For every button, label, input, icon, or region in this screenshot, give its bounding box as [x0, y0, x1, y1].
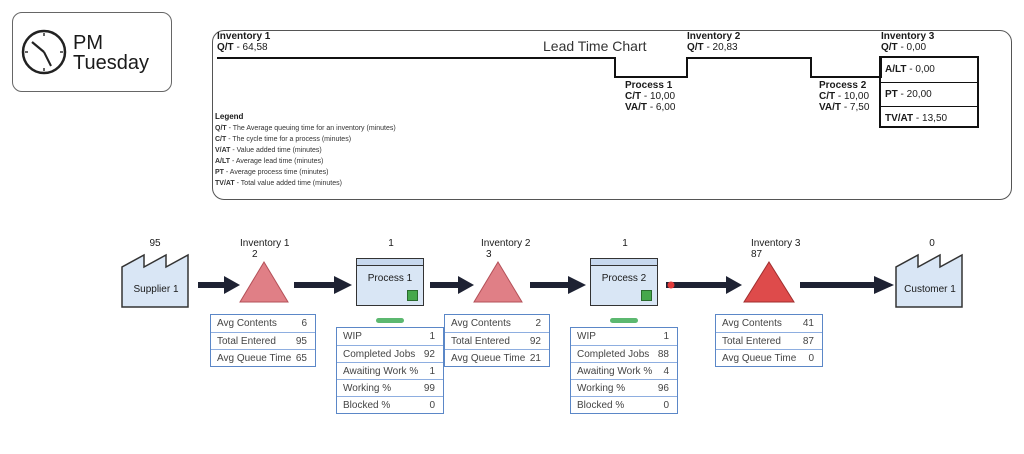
process1-ct: C/T - 10,00: [625, 91, 676, 102]
supplier-label: Supplier 1: [133, 284, 179, 295]
process1-label: Process 1: [367, 273, 413, 284]
inventory2-count: 3: [486, 249, 492, 260]
stat-row: Blocked %0: [571, 396, 677, 413]
inventory3-triangle-icon[interactable]: [742, 260, 796, 304]
inventory3-count: 87: [751, 249, 763, 260]
supplier-count: 95: [149, 238, 161, 249]
inventory3-name: Inventory 3: [881, 31, 935, 42]
process1-station[interactable]: Process 1: [356, 258, 424, 306]
process1-status-indicator: [407, 290, 418, 301]
supplier-factory-icon[interactable]: [120, 249, 192, 309]
lead-time-summary-table: A/LT - 0,00 PT - 20,00 TV/AT - 13,50: [879, 56, 979, 128]
summary-tvat: TV/AT - 13,50: [881, 106, 977, 130]
inventory1-qt: Q/T - 64,58: [217, 42, 268, 53]
legend-title: Legend: [215, 112, 244, 121]
inventory2-qt: Q/T - 20,83: [687, 42, 738, 53]
inventory2-name: Inventory 2: [687, 31, 741, 42]
process1-vat: VA/T - 6,00: [625, 102, 676, 113]
process2-ct: C/T - 10,00: [819, 91, 870, 102]
clock-ampm: PM: [73, 32, 103, 54]
inventory3-label: Inventory 3: [751, 238, 801, 249]
process2-count: 1: [622, 238, 628, 249]
chart-title: Lead Time Chart: [543, 38, 647, 54]
process2-name: Process 2: [819, 80, 867, 91]
legend-row: V/AT - Value added time (minutes): [215, 147, 322, 154]
inventory1-count: 2: [252, 249, 258, 260]
summary-alt: A/LT - 0,00: [885, 64, 935, 75]
transit-item: [667, 281, 675, 289]
customer-label: Customer 1: [904, 284, 956, 295]
customer-count: 0: [929, 238, 935, 249]
lead-time-chart: Lead Time Chart Inventory 1 Q/T - 64,58 …: [212, 30, 1012, 200]
inventory2-label: Inventory 2: [481, 238, 531, 249]
legend-row: PT - Average process time (minutes): [215, 169, 329, 176]
stat-row: Blocked %0: [337, 396, 443, 413]
stat-row: Awaiting Work %1: [337, 362, 443, 379]
legend: Legend Q/T - The Average queuing time fo…: [215, 111, 475, 189]
inventory1-triangle-icon[interactable]: [238, 260, 290, 304]
clock-icon: [21, 29, 67, 75]
summary-pt: PT - 20,00: [881, 82, 977, 106]
legend-row: A/LT - Average lead time (minutes): [215, 158, 324, 165]
inventory2-triangle-icon[interactable]: [472, 260, 524, 304]
legend-row: TV/AT - Total value added time (minutes): [215, 180, 342, 187]
inventory1-label: Inventory 1: [240, 238, 290, 249]
process2-vat: VA/T - 7,50: [819, 102, 870, 113]
process2-station[interactable]: Process 2: [590, 258, 658, 306]
process1-count: 1: [388, 238, 394, 249]
inventory3-qt: Q/T - 0,00: [881, 42, 927, 53]
stat-row: Awaiting Work %4: [571, 362, 677, 379]
process2-label: Process 2: [601, 273, 647, 284]
process2-progress-bar: [610, 318, 638, 323]
stat-row: Working %96: [571, 379, 677, 396]
clock-day: Tuesday: [73, 52, 149, 74]
clock-panel: PM Tuesday: [12, 12, 172, 92]
process1-progress-bar: [376, 318, 404, 323]
lead-time-step-line: [217, 57, 882, 78]
process1-name: Process 1: [625, 80, 673, 91]
stat-row: Working %99: [337, 379, 443, 396]
inventory1-name: Inventory 1: [217, 31, 271, 42]
legend-row: C/T - The cycle time for a process (minu…: [215, 136, 352, 143]
legend-row: Q/T - The Average queuing time for an in…: [215, 125, 396, 132]
customer-factory-icon[interactable]: [894, 249, 966, 309]
process2-status-indicator: [641, 290, 652, 301]
